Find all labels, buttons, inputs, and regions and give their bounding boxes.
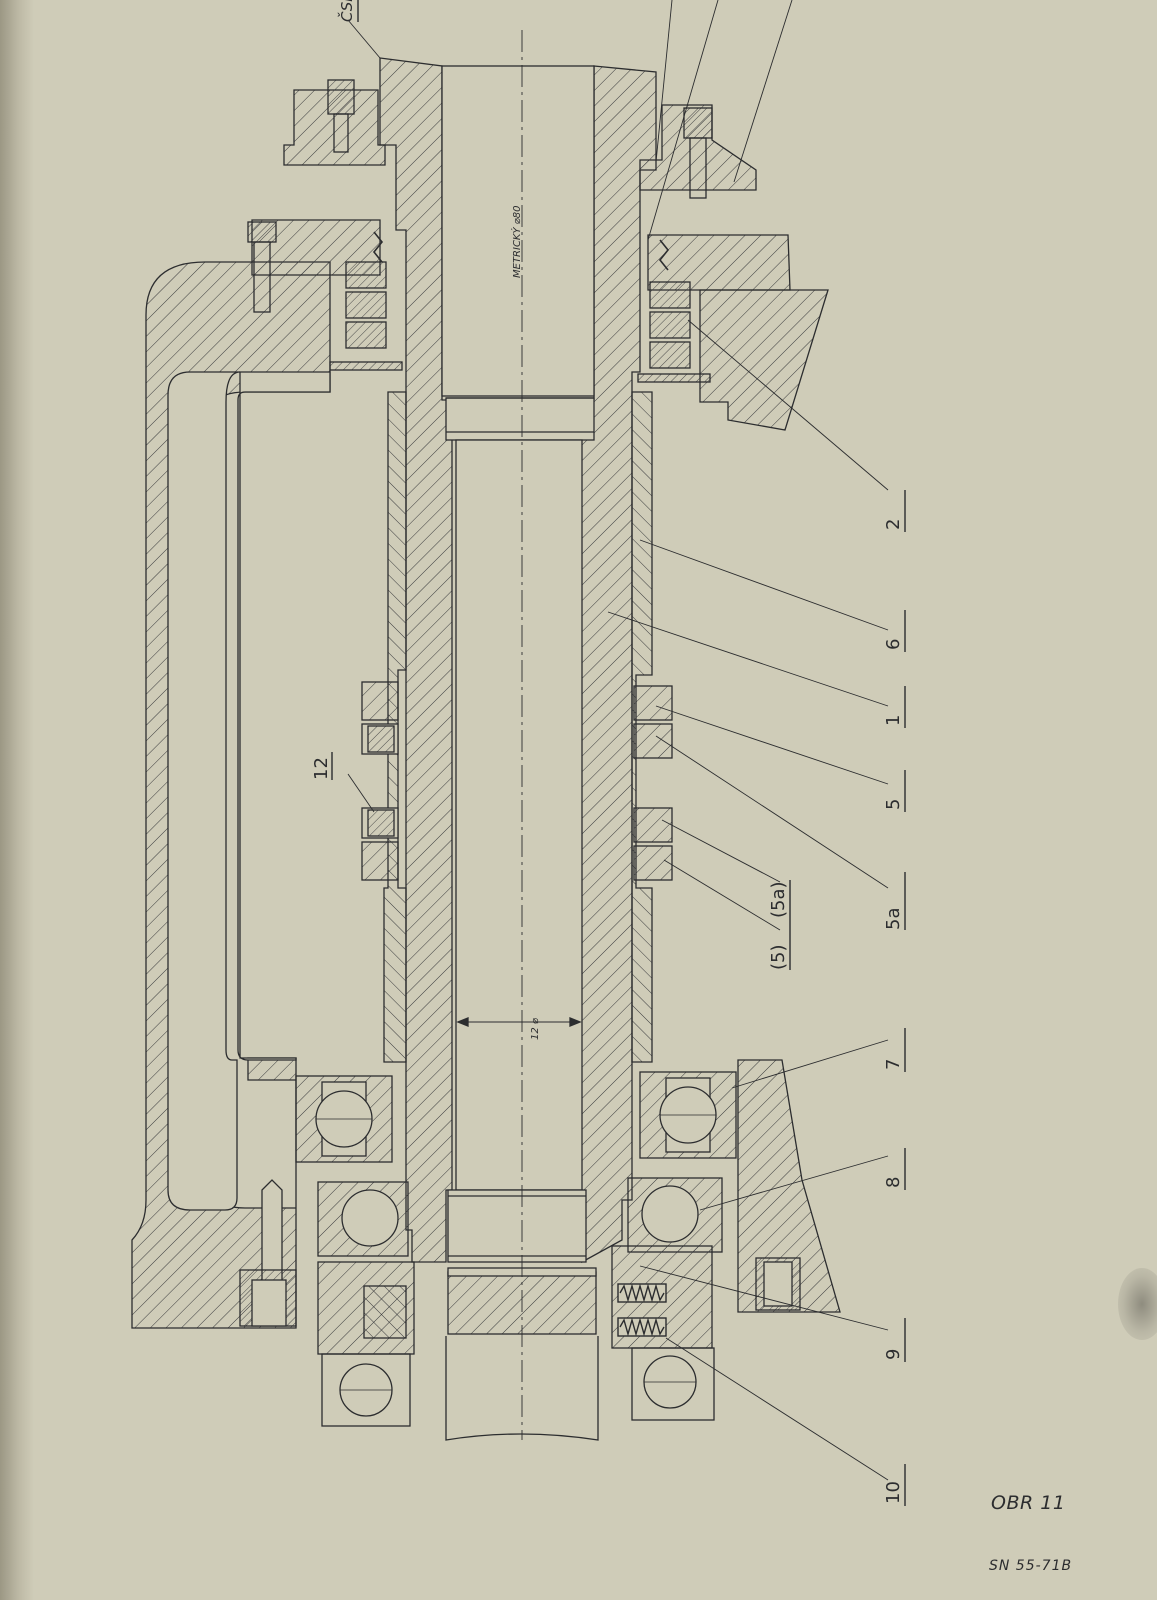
spindle-bore-collar <box>445 397 595 441</box>
outer-sleeve-right <box>631 391 653 1063</box>
callout-12: 12 <box>311 757 332 780</box>
bearing-10-left <box>321 1353 411 1427</box>
callout-5: 5 <box>883 799 904 810</box>
bore-label: METRICKÝ ⌀80 <box>510 205 523 278</box>
dimension-label: 12 ⌀ <box>530 1017 541 1040</box>
callout-8: 8 <box>883 1177 904 1188</box>
page-binding-shadow <box>0 0 34 1600</box>
leader-lines <box>347 0 889 1481</box>
shaft-stub <box>445 1336 599 1441</box>
paper-stain <box>1118 1268 1157 1340</box>
corner-label-group: ČSI <box>337 0 356 22</box>
spindle-bore-main <box>455 439 583 1191</box>
bore-annotation: METRICKÝ ⌀80 <box>510 205 523 278</box>
callout-5a-paren: (5a) <box>768 881 789 918</box>
cap-screw-cover <box>247 221 277 313</box>
bearing-10-right <box>631 1347 715 1421</box>
figure-caption: OBR 11 <box>991 1492 1066 1514</box>
housing-inner-channel <box>167 371 241 1211</box>
spindle-bore-top <box>441 65 595 397</box>
adjusting-nuts-right <box>633 685 673 881</box>
cap-screw-top-left <box>327 79 355 153</box>
callout-underlines <box>331 0 906 1506</box>
callout-5a: 5a <box>883 908 904 930</box>
housing-stud-lower <box>239 1179 297 1327</box>
housing-cavity <box>237 371 331 1061</box>
callout-5-paren: (5) <box>768 945 789 971</box>
spindle-bore-bottom <box>447 1189 587 1263</box>
callout-1: 1 <box>883 715 904 726</box>
upper-seal-rings <box>345 231 691 369</box>
bearing-7-right <box>639 1071 737 1159</box>
right-housing-upper <box>699 289 829 431</box>
bearing-8-right <box>627 1177 723 1253</box>
preload-springs <box>617 1283 667 1337</box>
callout-7: 7 <box>883 1059 904 1070</box>
dimension-annotation: 12 ⌀ <box>530 1017 541 1040</box>
housing-plug-right <box>755 1257 801 1311</box>
bearing-8-left <box>317 1181 409 1257</box>
callout-6: 6 <box>883 639 904 650</box>
corner-label: ČSI <box>337 0 356 22</box>
callout-2: 2 <box>883 519 904 530</box>
cover-plate-right <box>647 234 791 291</box>
cap-screw-top-right <box>683 107 713 199</box>
adjusting-nuts-left <box>361 681 399 881</box>
document-number: SN 55-71B <box>989 1558 1073 1574</box>
callout-10: 10 <box>883 1481 904 1504</box>
right-housing-lower <box>737 1059 841 1313</box>
callout-9: 9 <box>883 1349 904 1360</box>
bearing-7-left <box>295 1075 393 1163</box>
